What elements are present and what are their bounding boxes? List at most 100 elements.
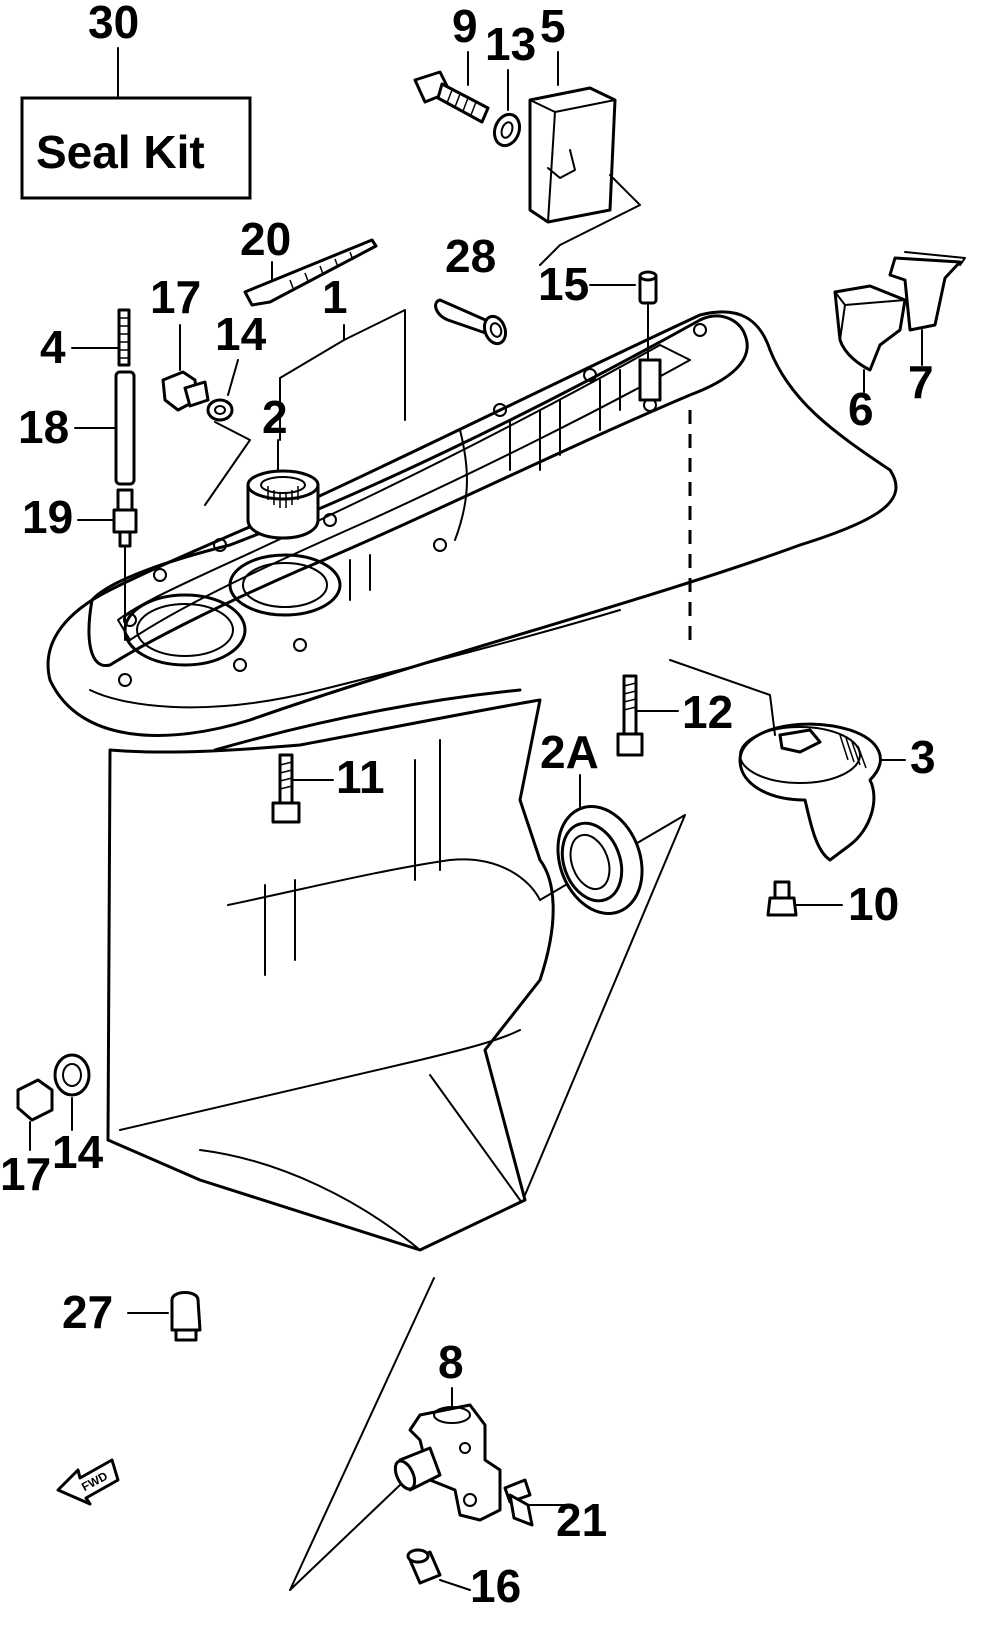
stud-4-threads [119, 317, 129, 359]
seal-kit-box [20, 96, 252, 200]
tube-18 [114, 370, 136, 486]
callout-6: 6 [848, 383, 874, 435]
part-28-sleeve: 28 [434, 230, 508, 346]
housing-lower-body [106, 698, 555, 1252]
fitting-8-hole [459, 1442, 471, 1454]
plug-27-base [174, 1328, 198, 1342]
screw-11-threads [279, 761, 293, 790]
leader-1-b [343, 309, 406, 421]
housing-bore-right-inner [242, 562, 328, 608]
fitting-8-nozzle-end [393, 1459, 417, 1491]
leader-14-upper [227, 359, 239, 396]
plug-17-lower [16, 1078, 54, 1122]
callout-11: 11 [336, 751, 385, 803]
leader-3-to-housing [669, 659, 776, 736]
part-8-16-21-group: 8 21 16 [289, 1277, 607, 1612]
part-17-14-upper: 17 14 [150, 271, 267, 506]
fitting-19-top [116, 488, 134, 512]
part-27-plug: 27 [62, 1286, 202, 1342]
stud-4 [117, 308, 131, 367]
callout-5: 5 [540, 0, 566, 52]
leader-17-14-to-housing [204, 421, 251, 506]
pin-15-boss [638, 358, 662, 402]
leader-1 [279, 324, 345, 441]
callout-13: 13 [485, 18, 536, 70]
deck-hole [233, 658, 247, 672]
deck-hole [118, 673, 132, 687]
trim-tab-3-boss [778, 728, 822, 754]
part-4-18-19-group: 4 18 19 [18, 308, 138, 641]
leader-16 [439, 1579, 471, 1591]
housing-water-intake [264, 879, 296, 976]
sleeve-16-end [406, 1548, 430, 1564]
fwd-arrow-shape [56, 1458, 120, 1506]
seal-kit-group: 30 Seal Kit [20, 0, 252, 200]
callout-1-group: 1 [279, 271, 406, 441]
trim-tab-3-plate [739, 726, 861, 784]
callout-20: 20 [240, 213, 291, 265]
bracket-5-slot [547, 149, 576, 179]
callout-30: 30 [88, 0, 139, 48]
callout-19: 19 [22, 491, 73, 543]
seal-2a-outer [556, 805, 644, 915]
fitting-19-hex [112, 508, 138, 534]
part-2-bearing: 2 [246, 391, 320, 540]
callout-2a: 2A [540, 726, 599, 778]
washer-14-lower-hole [62, 1063, 82, 1087]
deck-hole [153, 568, 167, 582]
sleeve-28-bore [489, 322, 503, 338]
fitting-8-hole-b [463, 1493, 477, 1507]
pin-15-top [638, 270, 658, 282]
deck-hole [433, 538, 447, 552]
housing-inner-cavity [117, 344, 691, 641]
strap-20 [243, 238, 378, 307]
fitting-8-port [433, 1406, 471, 1424]
leader-8-to-housing [289, 1277, 435, 1591]
callout-10: 10 [848, 878, 899, 930]
part-2a-seal: 2A [540, 726, 644, 915]
washer-14-upper-hole [214, 405, 226, 415]
trim-tab-3-serrations [839, 734, 867, 769]
callout-27: 27 [62, 1286, 113, 1338]
cover-6 [833, 284, 907, 372]
bolt-12-threads [623, 682, 637, 711]
screw-21-shank [508, 1493, 534, 1527]
part-17-14-lower: 17 14 [0, 1053, 104, 1200]
callout-9: 9 [452, 0, 478, 52]
part-6-7-group: 6 7 [833, 251, 966, 435]
bolt-12-head [616, 732, 644, 757]
bracket-5-edges [529, 99, 616, 223]
deck-hole [493, 403, 507, 417]
housing-skeg-edge [429, 1074, 521, 1201]
housing-bore-left-inner [136, 603, 234, 657]
part-3-trim-tab: 3 [669, 659, 936, 862]
callout-2: 2 [262, 391, 288, 443]
deck-hole [213, 538, 227, 552]
fwd-arrow-icon: FWD [56, 1458, 120, 1506]
part-20-strap: 20 [240, 213, 378, 307]
seal-2a-bore [569, 833, 611, 891]
callout-14-lower: 14 [52, 1126, 104, 1178]
fitting-19-bottom [118, 530, 132, 548]
leader-5-to-housing [539, 174, 641, 266]
housing-upper-deck [46, 310, 898, 737]
strap-20-teeth [289, 251, 354, 289]
deck-hole [293, 638, 307, 652]
bolt-9-threads [446, 89, 477, 116]
deck-hole [323, 513, 337, 527]
washer-13 [492, 112, 522, 148]
seal-kit-label: Seal Kit [36, 126, 205, 178]
screw-11-head [271, 801, 301, 824]
callout-15: 15 [538, 258, 589, 310]
housing-flank-edge [213, 688, 522, 752]
trim-tab-3-body [738, 722, 882, 862]
deck-hole [693, 323, 707, 337]
bearing-2-top [246, 469, 320, 501]
fitting-8-body [408, 1403, 502, 1522]
washer-14-upper [206, 398, 234, 422]
housing-torpedo-line [227, 858, 541, 906]
callout-17-lower: 17 [0, 1148, 51, 1200]
plug-27 [170, 1291, 202, 1332]
plug-10-shank [773, 880, 791, 900]
